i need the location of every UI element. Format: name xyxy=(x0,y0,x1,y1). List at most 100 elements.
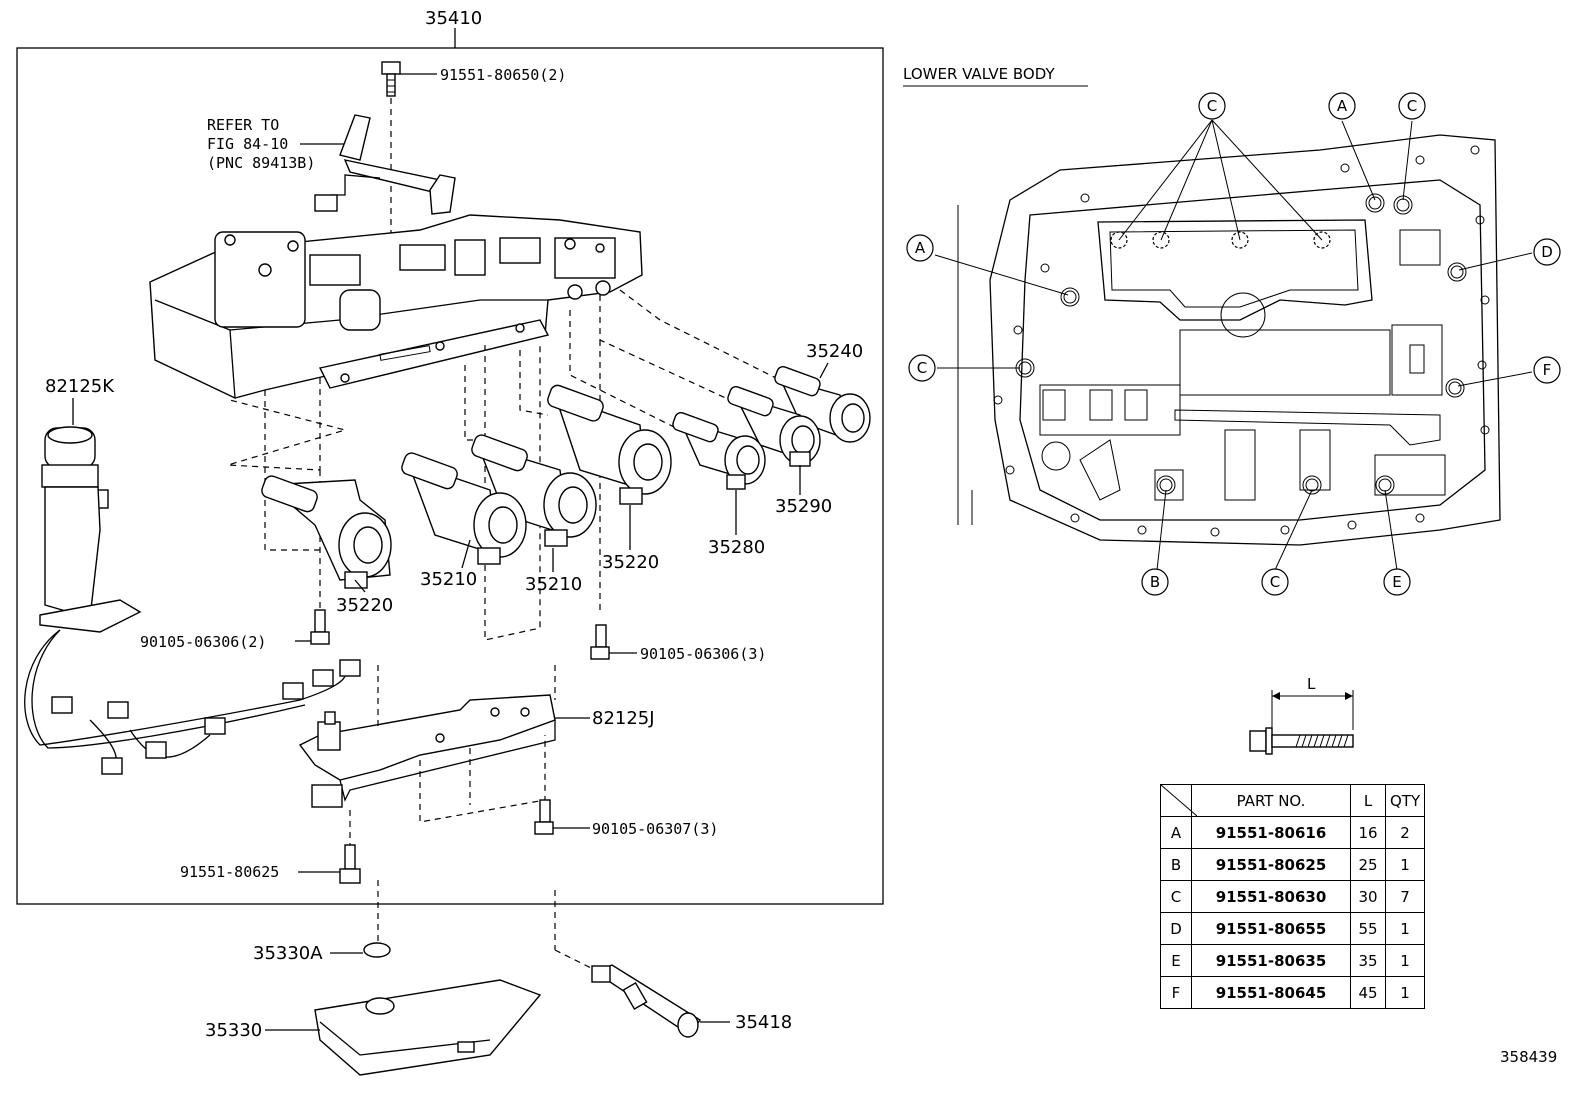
table-row: E 91551-80635 35 1 xyxy=(1160,944,1426,977)
row-key: C xyxy=(1160,880,1192,913)
label-35330a: 35330A xyxy=(253,943,323,964)
row-part-no: 91551-80616 xyxy=(1191,816,1351,849)
solenoid-35290 xyxy=(727,386,821,467)
row-key: F xyxy=(1160,976,1192,1009)
table-header-row: PART NO. L QTY xyxy=(1160,784,1426,817)
callout-c-top: C xyxy=(1198,92,1226,120)
label-35330: 35330 xyxy=(205,1020,262,1041)
note-line2: FIG 84-10 xyxy=(207,135,288,153)
row-length: 25 xyxy=(1350,848,1386,881)
row-part-no: 91551-80630 xyxy=(1191,880,1351,913)
row-length: 35 xyxy=(1350,944,1386,977)
note-line1: REFER TO xyxy=(207,116,279,134)
row-key: E xyxy=(1160,944,1192,977)
bracket-82125j xyxy=(298,694,556,808)
callout-c-top-right: C xyxy=(1398,92,1426,120)
bolt-right xyxy=(590,624,610,660)
solenoid-35210-b xyxy=(471,434,597,547)
lower-valve-body-title: LOWER VALVE BODY xyxy=(903,65,1055,83)
row-qty: 1 xyxy=(1384,944,1426,977)
row-length: 16 xyxy=(1350,816,1386,849)
connector-35418 xyxy=(591,964,701,1038)
internal-harness xyxy=(314,114,456,215)
label-35280: 35280 xyxy=(708,537,765,558)
label-35290: 35290 xyxy=(775,496,832,517)
bolt-length-label: L xyxy=(1307,675,1316,693)
svg-text:F: F xyxy=(1543,361,1552,379)
svg-text:E: E xyxy=(1392,573,1401,591)
bolt-top-label: 91551-80650(2) xyxy=(440,66,566,84)
row-length: 45 xyxy=(1350,976,1386,1009)
row-part-no: 91551-80625 xyxy=(1191,848,1351,881)
valve-body xyxy=(149,214,643,399)
row-key: D xyxy=(1160,912,1192,945)
svg-text:D: D xyxy=(1541,243,1553,261)
assembly-frame xyxy=(16,47,884,905)
lower-valve-body-drawing xyxy=(957,134,1501,546)
svg-text:A: A xyxy=(1337,97,1348,115)
bolt-top xyxy=(381,61,401,97)
figure-id: 358439 xyxy=(1500,1048,1557,1066)
svg-text:A: A xyxy=(915,239,926,257)
table-row: C 91551-80630 30 7 xyxy=(1160,880,1426,913)
oring-35330a xyxy=(363,942,391,958)
wire-harness-82125k xyxy=(24,426,361,775)
bolt-right-label: 90105-06306(3) xyxy=(640,645,766,663)
svg-text:C: C xyxy=(1407,97,1417,115)
header-part-no: PART NO. xyxy=(1191,784,1351,817)
svg-text:C: C xyxy=(1207,97,1217,115)
label-35418: 35418 xyxy=(735,1012,792,1033)
svg-text:C: C xyxy=(1270,573,1280,591)
note-line3: (PNC 89413B) xyxy=(207,154,315,172)
label-35210-a: 35210 xyxy=(420,569,477,590)
label-82125k: 82125K xyxy=(45,376,115,397)
solenoid-35210-a xyxy=(401,452,527,565)
solenoid-35240 xyxy=(774,366,871,443)
svg-text:B: B xyxy=(1150,573,1160,591)
bolt-bracket-label: 90105-06307(3) xyxy=(592,820,718,838)
callout-c-bottom: C xyxy=(1261,568,1289,596)
bolt-bottom-label: 91551-80625 xyxy=(180,863,279,881)
callout-f-right: F xyxy=(1533,356,1561,384)
bolt-left-label: 90105-06306(2) xyxy=(140,633,266,651)
table-corner xyxy=(1160,784,1197,817)
bolt-bracket xyxy=(534,799,554,835)
row-length: 30 xyxy=(1350,880,1386,913)
solenoid-35220-left xyxy=(261,475,392,589)
row-qty: 1 xyxy=(1384,848,1426,881)
bolt-length-figure xyxy=(1249,690,1354,755)
label-82125j: 82125J xyxy=(592,708,655,729)
table-row: F 91551-80645 45 1 xyxy=(1160,976,1426,1009)
row-part-no: 91551-80645 xyxy=(1191,976,1351,1009)
assembly-part-number: 35410 xyxy=(425,8,482,29)
callout-c-left: C xyxy=(908,354,936,382)
row-qty: 7 xyxy=(1384,880,1426,913)
row-part-no: 91551-80655 xyxy=(1191,912,1351,945)
bolt-bottom xyxy=(339,844,361,884)
callout-e-bottom: E xyxy=(1383,568,1411,596)
label-35220-left: 35220 xyxy=(336,595,393,616)
strainer-35330 xyxy=(314,979,542,1076)
row-key: A xyxy=(1160,816,1192,849)
row-length: 55 xyxy=(1350,912,1386,945)
row-key: B xyxy=(1160,848,1192,881)
header-l: L xyxy=(1350,784,1386,817)
callout-a-top: A xyxy=(1328,92,1356,120)
solenoid-35220-right xyxy=(547,384,672,505)
callout-b-bottom: B xyxy=(1141,568,1169,596)
row-qty: 2 xyxy=(1384,816,1426,849)
row-qty: 1 xyxy=(1384,976,1426,1009)
table-row: B 91551-80625 25 1 xyxy=(1160,848,1426,881)
header-qty: QTY xyxy=(1384,784,1426,817)
label-35210-b: 35210 xyxy=(525,574,582,595)
callout-d-right: D xyxy=(1533,238,1561,266)
callout-a-left: A xyxy=(906,234,934,262)
solenoid-35280 xyxy=(672,412,766,490)
table-row: D 91551-80655 55 1 xyxy=(1160,912,1426,945)
bolt-table: PART NO. L QTY A 91551-80616 16 2 B 9155… xyxy=(1160,784,1426,1009)
svg-text:C: C xyxy=(917,359,927,377)
label-35240: 35240 xyxy=(806,341,863,362)
label-35220-right: 35220 xyxy=(602,552,659,573)
table-row: A 91551-80616 16 2 xyxy=(1160,816,1426,849)
